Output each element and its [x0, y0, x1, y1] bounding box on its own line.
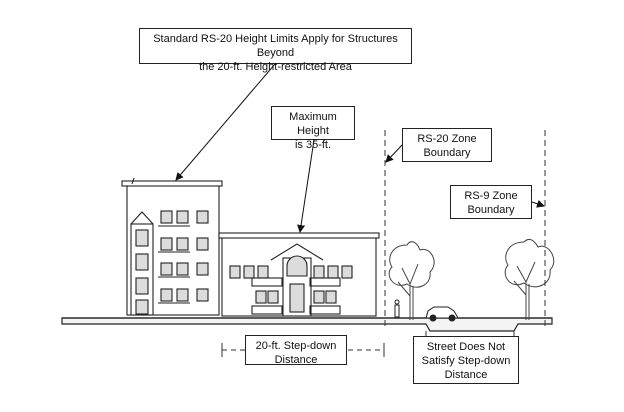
standard-height-callout: Standard RS-20 Height Limits Apply for S… [139, 28, 412, 73]
rs9-arrow [531, 199, 545, 208]
leader-arrows [175, 63, 545, 233]
max-height-arrow [297, 139, 315, 233]
tree-left [388, 241, 435, 320]
maximum-height-callout: Maximum Height is 35-ft. [271, 106, 355, 151]
tree-right [504, 238, 555, 320]
pedestrian [394, 299, 400, 318]
max-height-line-1: Maximum Height [289, 111, 337, 137]
step-down-line-1: 20-ft. Step-down [255, 340, 337, 352]
step-down-line-2: Distance [274, 354, 318, 366]
tall-building [121, 177, 223, 316]
standard-callout-line-2: the 20-ft. Height-restricted Area [199, 61, 352, 73]
street-line-2: Satisfy Step-down [421, 355, 511, 367]
street-line-3: Distance [444, 369, 488, 381]
rs9-line-2: Boundary [467, 204, 515, 216]
step-down-distance-callout: 20-ft. Step-down Distance [245, 335, 347, 366]
rs9-line-1: RS-9 Zone [464, 190, 518, 202]
rs20-line-2: Boundary [423, 147, 471, 159]
street-callout: Street Does Not Satisfy Step-down Distan… [413, 336, 519, 384]
rs20-zone-callout: RS-20 Zone Boundary [402, 128, 492, 162]
rs20-line-1: RS-20 Zone [417, 133, 477, 145]
street-line-1: Street Does Not [426, 341, 506, 353]
max-height-line-2: is 35-ft. [294, 139, 332, 151]
low-building [218, 232, 380, 317]
ground-line [61, 317, 553, 332]
standard-arrow [175, 63, 276, 181]
standard-callout-line-1: Standard RS-20 Height Limits Apply for S… [153, 33, 398, 59]
rs9-zone-callout: RS-9 Zone Boundary [450, 185, 532, 219]
car [425, 306, 459, 322]
rs20-arrow [385, 144, 403, 163]
